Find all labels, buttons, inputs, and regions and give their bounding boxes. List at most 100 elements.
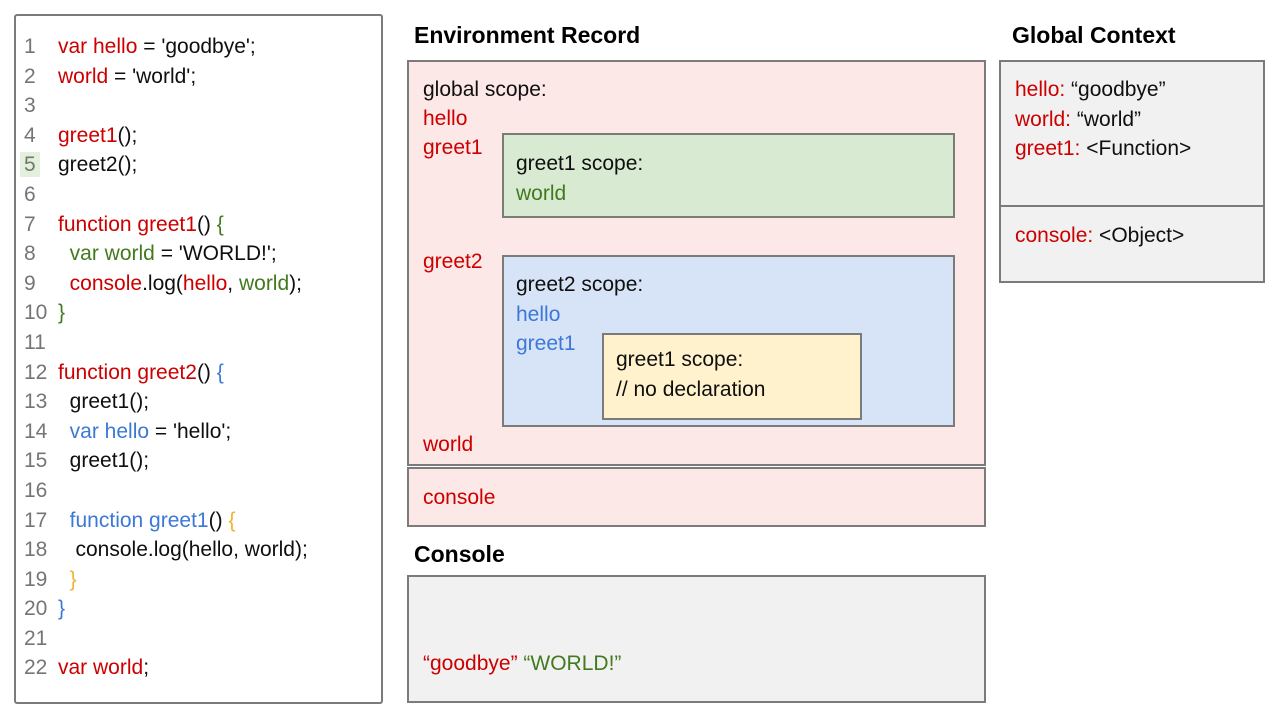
line-number: 8 bbox=[24, 242, 36, 266]
code-line: 6 bbox=[16, 180, 381, 210]
global-scope-var-greet1: greet1 bbox=[423, 136, 483, 159]
context-variable-row: hello: “goodbye” bbox=[1015, 75, 1263, 105]
code-text: function greet1() { bbox=[58, 212, 224, 236]
code-line: 19 } bbox=[16, 565, 381, 595]
code-text: } bbox=[69, 567, 77, 591]
line-number: 9 bbox=[24, 271, 36, 295]
global-scope-label: global scope: bbox=[423, 78, 547, 101]
nested-greet1-scope-comment: // no declaration bbox=[616, 377, 766, 401]
code-line: 2 world = 'world'; bbox=[16, 62, 381, 92]
code-text: greet2(); bbox=[58, 153, 138, 177]
code-line: 21 bbox=[16, 624, 381, 654]
code-text: console.log(hello, world); bbox=[58, 538, 308, 562]
line-number: 3 bbox=[24, 94, 36, 118]
code-line: 9 console.log(hello, world); bbox=[16, 269, 381, 299]
variable-value: “world” bbox=[1071, 107, 1142, 131]
global-scope-var-hello: hello bbox=[423, 107, 468, 130]
variable-value: <Function> bbox=[1080, 137, 1192, 160]
code-text: greet1(); bbox=[58, 449, 150, 473]
code-text: greet1(); bbox=[58, 123, 138, 147]
line-number: 20 bbox=[24, 597, 48, 621]
line-number: 16 bbox=[24, 478, 48, 502]
greet2-scope-var-greet1: greet1 bbox=[516, 332, 576, 355]
code-line: 10} bbox=[16, 298, 381, 328]
code-editor-panel: 1 var hello = 'goodbye'; 2 world = 'world';… bbox=[14, 14, 383, 704]
greet2-scope-box: greet2 scope: hello greet1 greet1 scope:… bbox=[502, 255, 955, 427]
code-text: world = 'world'; bbox=[58, 64, 197, 88]
console-title: Console bbox=[414, 541, 505, 567]
line-number: 21 bbox=[24, 626, 48, 650]
nested-greet1-scope-label: greet1 scope: bbox=[616, 348, 744, 371]
line-number: 19 bbox=[24, 567, 48, 591]
line-number: 1 bbox=[24, 35, 36, 58]
code-text: var hello = 'goodbye'; bbox=[58, 35, 256, 58]
code-line: 3 bbox=[16, 91, 381, 121]
greet2-scope-label: greet2 scope: bbox=[516, 273, 644, 296]
code-line: 5 greet2(); bbox=[16, 150, 381, 180]
line-number: 12 bbox=[24, 360, 48, 384]
code-line: 13 greet1(); bbox=[16, 387, 381, 417]
console-output-line: “goodbye” “WORLD!” bbox=[423, 652, 622, 675]
environment-record-title: Environment Record bbox=[414, 22, 641, 48]
context-variable-row: world: “world” bbox=[1015, 105, 1263, 135]
variable-name: greet1: bbox=[1015, 137, 1081, 160]
code-line: 1 var hello = 'goodbye'; bbox=[16, 32, 381, 62]
code-line: 4 greet1(); bbox=[16, 121, 381, 151]
code-line: 12 function greet2() { bbox=[16, 358, 381, 388]
greet1-scope-label: greet1 scope: bbox=[516, 152, 644, 175]
code-line: 14 var hello = 'hello'; bbox=[16, 417, 381, 447]
variable-name: world: bbox=[1015, 107, 1072, 131]
code-line: 18 console.log(hello, world); bbox=[16, 535, 381, 565]
line-number: 6 bbox=[24, 182, 36, 206]
global-scope-var-console: console bbox=[423, 486, 496, 509]
line-number: 18 bbox=[24, 538, 48, 562]
code-line: 11 bbox=[16, 328, 381, 358]
code-text: var world; bbox=[58, 656, 150, 680]
greet1-scope-var-world: world bbox=[516, 181, 567, 205]
global-context-builtins: console: <Object> bbox=[1001, 207, 1263, 251]
line-number: 13 bbox=[24, 390, 48, 414]
context-variable-row: greet1: <Function> bbox=[1015, 134, 1263, 164]
global-context-box: hello: “goodbye”world: “world”greet1: <F… bbox=[999, 60, 1265, 283]
variable-value: <Object> bbox=[1093, 224, 1185, 247]
code-text: greet1(); bbox=[58, 390, 150, 414]
line-number: 17 bbox=[24, 508, 48, 532]
line-number: 14 bbox=[24, 419, 48, 443]
line-number: 15 bbox=[24, 449, 48, 473]
line-number: 10 bbox=[24, 301, 48, 325]
console-binding-box: console bbox=[407, 467, 986, 527]
code-line: 22 var world; bbox=[16, 653, 381, 683]
context-variable-row: console: <Object> bbox=[1015, 221, 1263, 251]
code-text: var world = 'WORLD!'; bbox=[69, 242, 277, 266]
line-number: 4 bbox=[24, 123, 36, 147]
line-number: 11 bbox=[24, 330, 46, 354]
code-line: 8 var world = 'WORLD!'; bbox=[16, 239, 381, 269]
code-lines: 1 var hello = 'goodbye'; 2 world = 'world';… bbox=[16, 32, 381, 683]
code-line: 16 bbox=[16, 476, 381, 506]
variable-name: console: bbox=[1015, 224, 1094, 247]
global-context-variables: hello: “goodbye”world: “world”greet1: <F… bbox=[1001, 62, 1263, 207]
line-number: 2 bbox=[24, 64, 36, 88]
code-text: function greet1() { bbox=[69, 508, 236, 532]
global-scope-var-greet2: greet2 bbox=[423, 250, 483, 273]
code-line: 15 greet1(); bbox=[16, 446, 381, 476]
global-context-title: Global Context bbox=[1012, 22, 1176, 48]
highlighted-line-number: 5 bbox=[20, 152, 40, 178]
variable-value: “goodbye” bbox=[1065, 78, 1166, 101]
console-output-box: “goodbye” “WORLD!” bbox=[407, 575, 986, 703]
nested-greet1-scope-box: greet1 scope: // no declaration bbox=[602, 333, 862, 420]
code-line: 17 function greet1() { bbox=[16, 506, 381, 536]
global-scope-box: global scope: hello greet1 greet2 world … bbox=[407, 60, 986, 466]
line-number: 22 bbox=[24, 656, 48, 680]
global-scope-var-world: world bbox=[423, 433, 474, 456]
code-line: 20} bbox=[16, 594, 381, 624]
code-text: function greet2() { bbox=[58, 360, 224, 384]
code-text: } bbox=[58, 597, 66, 621]
greet2-scope-var-hello: hello bbox=[516, 302, 561, 326]
code-text: var hello = 'hello'; bbox=[69, 419, 232, 443]
variable-name: hello: bbox=[1015, 78, 1066, 101]
line-number: 5 bbox=[20, 150, 58, 180]
code-text: } bbox=[58, 301, 66, 325]
